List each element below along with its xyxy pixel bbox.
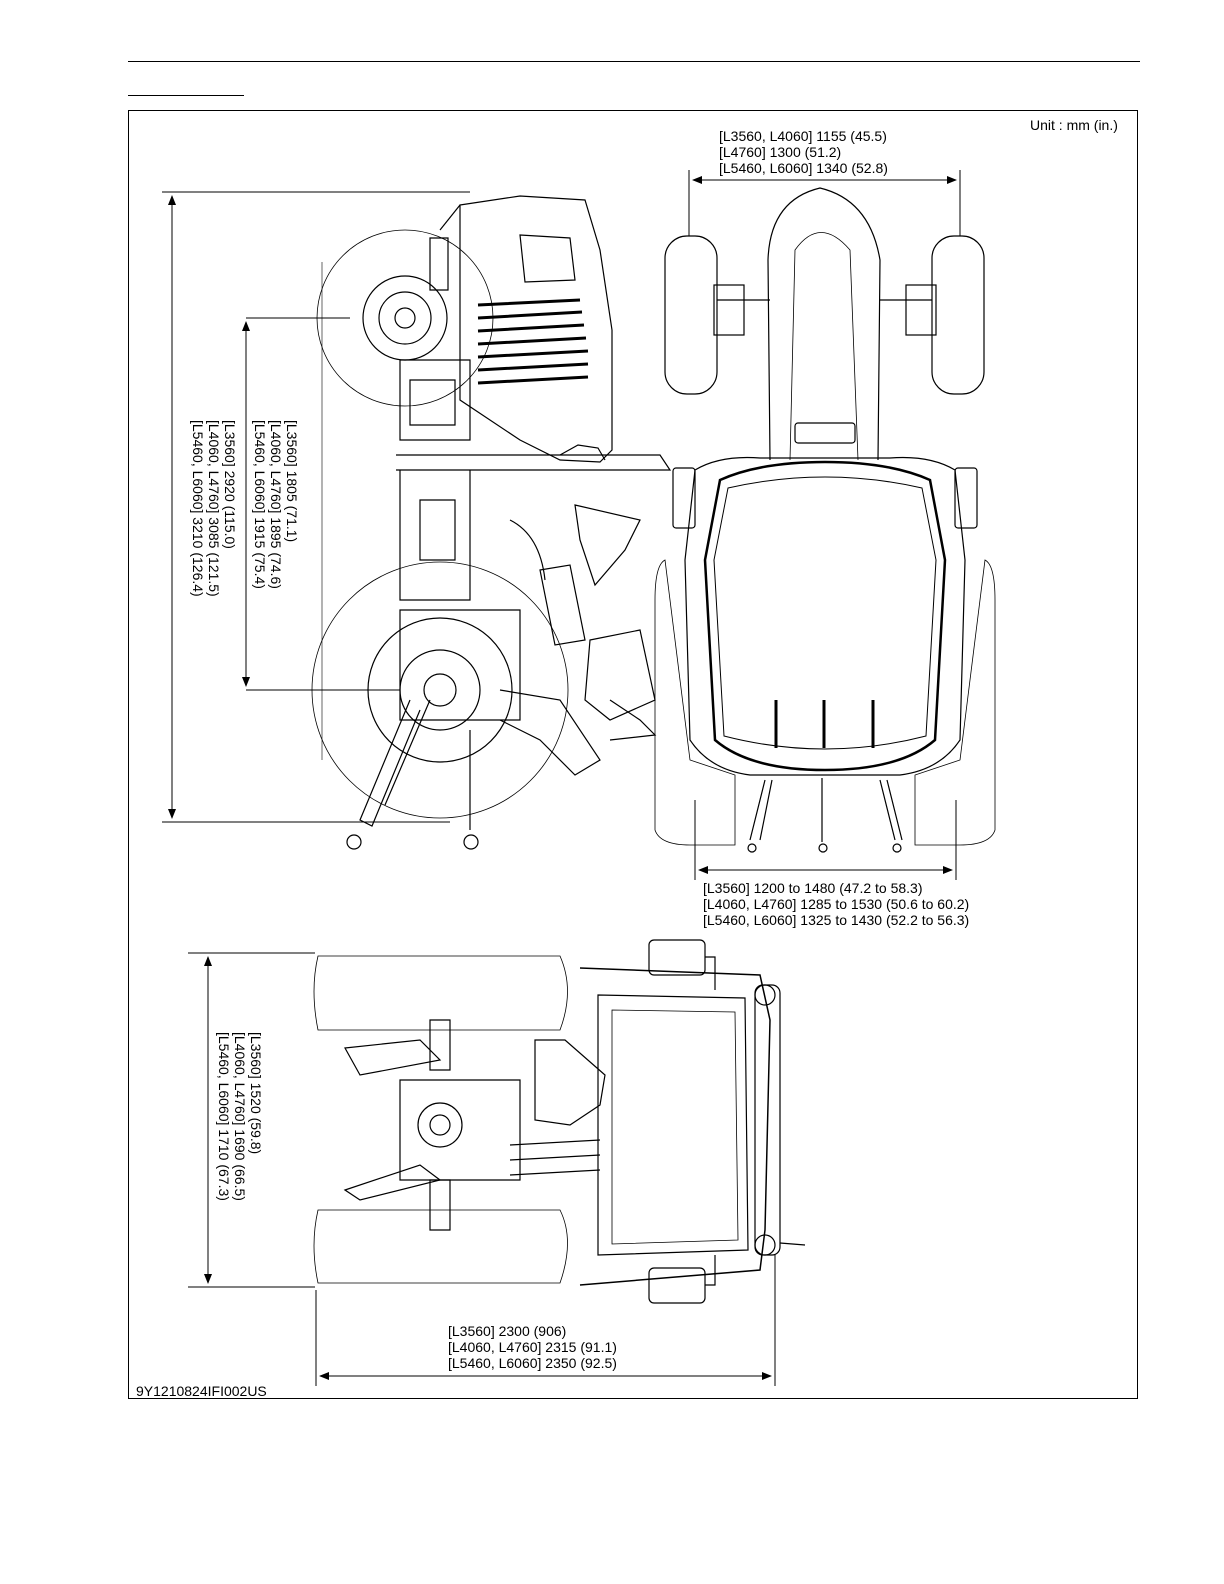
unit-label: Unit : mm (in.) bbox=[1030, 117, 1118, 133]
overall-width-line-3: [L5460, L6060] 1710 (67.3) bbox=[216, 1032, 232, 1201]
overall-length-line-2: [L4060, L4760] 3085 (121.5) bbox=[206, 420, 222, 597]
wheelbase-line-3: [L5460, L6060] 1915 (75.4) bbox=[252, 420, 268, 589]
overall-height-line-3: [L5460, L6060] 2350 (92.5) bbox=[448, 1355, 617, 1371]
front-tread-line-3: [L5460, L6060] 1340 (52.8) bbox=[719, 160, 888, 176]
overall-width-line-2: [L4060, L4760] 1690 (66.5) bbox=[232, 1032, 248, 1201]
rear-tread-line-3: [L5460, L6060] 1325 to 1430 (52.2 to 56.… bbox=[703, 912, 970, 928]
section-rule bbox=[128, 95, 244, 96]
front-tread-line-1: [L3560, L4060] 1155 (45.5) bbox=[719, 128, 887, 144]
overall-height-line-1: [L3560] 2300 (906) bbox=[448, 1323, 567, 1339]
front-tread-line-2: [L4760] 1300 (51.2) bbox=[719, 144, 842, 160]
rear-view bbox=[188, 939, 806, 1386]
rear-tread-line-2: [L4060, L4760] 1285 to 1530 (50.6 to 60.… bbox=[703, 896, 970, 912]
overall-width-line-1: [L3560] 1520 (59.8) bbox=[248, 1032, 264, 1155]
side-view bbox=[162, 191, 672, 850]
overall-length-line-1: [L3560] 2920 (115.0) bbox=[222, 420, 238, 549]
header-rule bbox=[128, 61, 1140, 62]
wheelbase-line-1: [L3560] 1805 (71.1) bbox=[284, 420, 300, 543]
wheelbase-line-2: [L4060, L4760] 1895 (74.6) bbox=[268, 420, 284, 589]
rear-tread-line-1: [L3560] 1200 to 1480 (47.2 to 58.3) bbox=[703, 880, 923, 896]
overall-length-line-3: [L5460, L6060] 3210 (126.4) bbox=[190, 420, 206, 597]
overall-height-line-2: [L4060, L4760] 2315 (91.1) bbox=[448, 1339, 617, 1355]
top-view bbox=[654, 170, 996, 880]
figure-frame bbox=[128, 110, 1138, 1399]
figure-code: 9Y1210824IFI002US bbox=[136, 1383, 267, 1399]
